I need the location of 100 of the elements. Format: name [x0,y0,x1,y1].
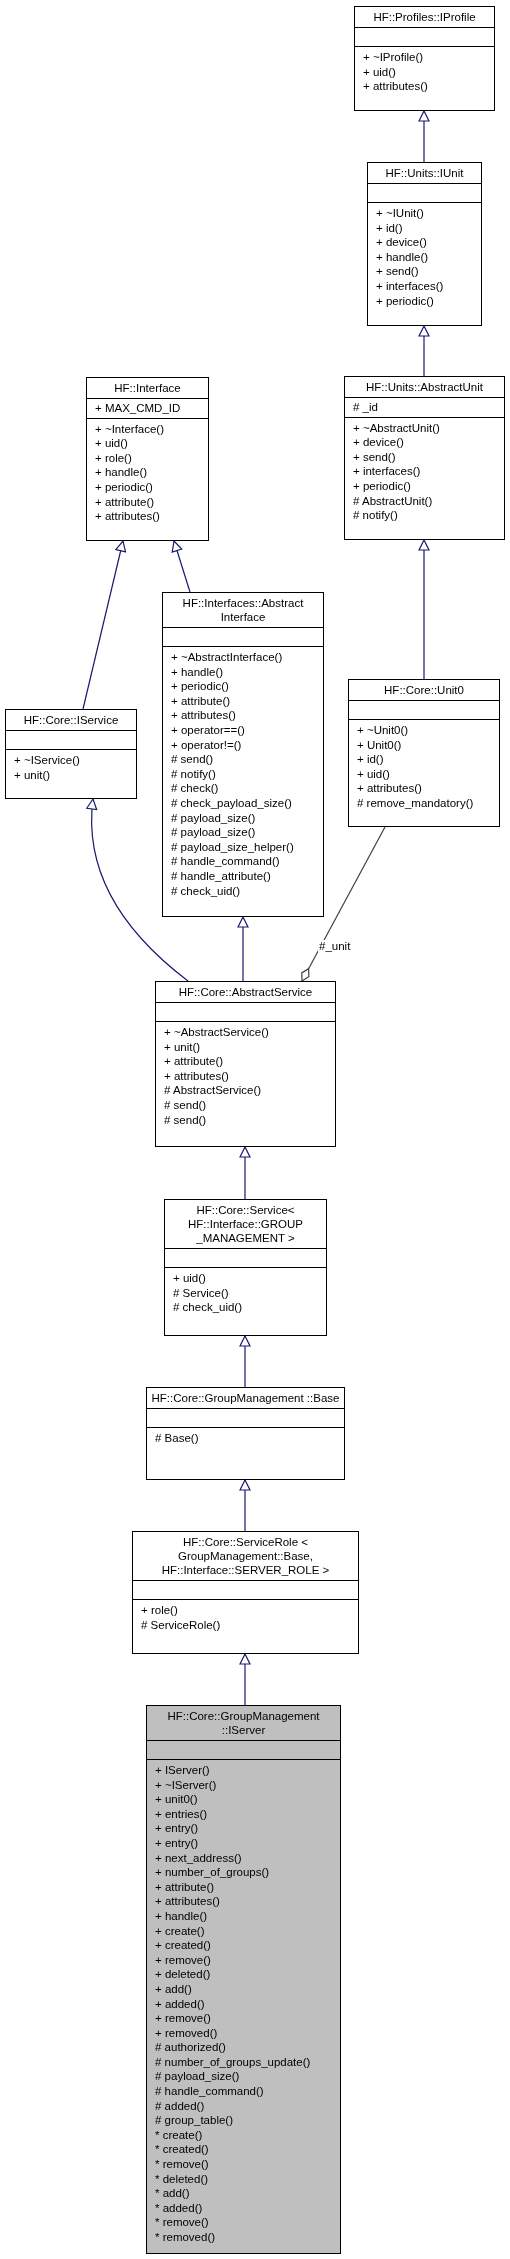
method-text: + ~IServer() [155,1777,218,1793]
method-text: * added() [155,2200,204,2216]
method-text: + ~IProfile() [363,50,425,65]
method-text: + attribute() [95,494,156,510]
inheritance-arrow [171,540,191,593]
method-text: # handle_attribute() [171,868,272,884]
method-text: * create() [155,2127,204,2143]
class-name: HF::Core::GroupManagement ::IServer [166,1709,321,1737]
method-text: * created() [155,2142,210,2158]
method-text: # payload_size() [171,825,257,840]
method-text: + Unit0() [357,737,403,753]
method-text: # send() [171,752,215,767]
method-text: # payload_size_helper() [171,839,295,855]
method-text: + operator==() [171,722,246,738]
method-text: + entry() [155,1835,200,1851]
method-text: + create() [155,1923,206,1939]
method-text: + ~IService() [14,753,81,768]
method-text: + attributes() [171,708,237,723]
inheritance-arrow [239,1653,251,1706]
class-name: HF::Core::AbstractService [177,985,314,999]
method-text: # payload_size() [155,2069,241,2085]
class-name: HF::Core::ServiceRole < GroupManagement::Base, HF::Interface::SERVER_ROLE > [160,1535,331,1577]
method-text: * deleted() [155,2171,210,2187]
method-text: + handle() [155,1908,209,1924]
method-text: + entries() [155,1806,209,1822]
class-box [348,679,500,827]
inheritance-arrow [418,325,430,377]
method-text: + ~IUnit() [376,206,425,221]
method-text: + next_address() [155,1850,243,1866]
method-text: + uid() [363,64,397,80]
method-text: # check_uid() [171,883,242,899]
method-text: + id() [376,220,404,236]
inheritance-arrow [82,540,127,710]
method-text: + add() [155,1981,193,1997]
method-text: * removed() [155,2230,217,2245]
class-box [162,592,324,917]
method-text: + attributes() [164,1068,230,1084]
method-text: # check_payload_size() [171,795,293,811]
class-box [155,981,336,1147]
method-text: # Service() [173,1285,230,1301]
class-name: HF::Interfaces::Abstract Interface [181,596,305,624]
method-text: # notify() [353,508,399,523]
method-text: + role() [141,1603,179,1618]
class-box [146,1387,345,1480]
method-text: + device() [376,235,428,250]
method-text: + unit0() [155,1792,199,1807]
inheritance-arrow [239,1335,251,1388]
method-text: + ~AbstractUnit() [353,420,441,436]
method-text: * add() [155,2186,191,2201]
method-text: # notify() [171,766,217,782]
method-text: # group_table() [155,2113,234,2128]
attribute-text: # _id [353,400,379,415]
class-name: HF::Core::IService [22,713,120,727]
class-name: HF::Core::GroupManagement ::Base [151,1391,340,1405]
method-text: + uid() [173,1271,207,1286]
method-text: * remove() [155,2157,210,2172]
method-text: # Base() [155,1431,200,1446]
method-text: + attribute() [164,1054,225,1069]
method-text: # AbstractService() [164,1083,263,1098]
class-box [344,376,505,540]
method-text: + entry() [155,1821,200,1836]
class-box [164,1199,327,1336]
method-text: + ~AbstractService() [164,1025,270,1040]
method-text: # added() [155,2098,206,2114]
method-text: + operator!=() [171,737,243,753]
method-text: # AbstractUnit() [353,493,434,509]
method-text: + IServer() [155,1763,211,1778]
method-text: + ~Unit0() [357,723,410,738]
method-text: + handle() [171,664,225,680]
method-text: # number_of_groups_update() [155,2054,312,2070]
aggregation-line [301,826,386,982]
method-text: + ~AbstractInterface() [171,650,284,665]
inheritance-arrow [239,1479,251,1532]
method-text: # payload_size() [171,810,257,826]
class-name: HF::Profiles::IProfile [372,10,477,24]
method-text: + attributes() [357,781,423,796]
method-text: + device() [353,435,405,450]
method-text: + periodic() [171,679,230,694]
method-text: # authorized() [155,2040,227,2055]
method-text: + added() [155,1996,206,2012]
method-text: # check_uid() [173,1300,244,1315]
class-name: HF::Core::Unit0 [383,683,465,697]
class-name: HF::Interface [113,381,182,395]
class-box [5,709,137,799]
method-text: # send() [164,1112,208,1128]
method-text: + removed() [155,2025,219,2041]
method-text: * remove() [155,2215,210,2230]
class-name: HF::Units::IUnit [384,166,465,180]
method-text: + periodic() [95,479,154,495]
method-text: + send() [353,449,397,465]
method-text: + deleted() [155,1967,212,1982]
inheritance-arrow [239,1146,251,1200]
method-text: + periodic() [353,478,412,494]
method-text: + role() [95,450,133,466]
method-text: # send() [164,1097,208,1113]
edge-label: #_unit [318,940,352,953]
method-text: + uid() [357,766,391,782]
method-text: + remove() [155,1952,212,1968]
inheritance-arrow [418,539,430,680]
method-text: + attributes() [363,79,429,94]
